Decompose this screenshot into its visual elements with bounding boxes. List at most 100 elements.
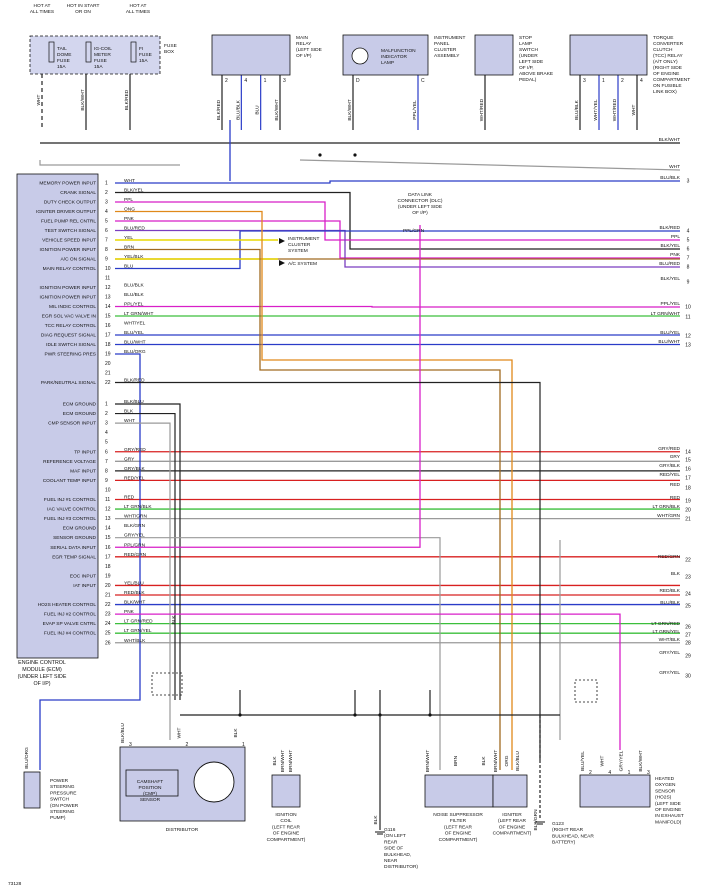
right-ref-number: 17	[685, 476, 691, 482]
wire-brn	[115, 248, 501, 770]
figure-id: 73128	[8, 881, 22, 887]
fuse-name: IG-COIL	[94, 46, 112, 52]
ecm-pin-label: ECM GROUND	[63, 402, 97, 408]
ecm-pin-number: 11	[105, 497, 110, 503]
ecm-wire-color: RED/YEL	[124, 475, 145, 481]
right-ref-number: 19	[685, 499, 691, 505]
bottom-component-caption: (LEFT SIDE	[655, 801, 681, 807]
top-wire-color: WHT/RED	[612, 98, 618, 121]
bottom-wire-color: WHT	[599, 755, 605, 766]
bottom-wire-color: BLK/WHT	[638, 750, 644, 771]
top-component-caption: CONVERTER	[653, 41, 684, 47]
ecm-wire-color: PNK	[124, 609, 135, 615]
top-wire-color: BLU/BLK	[235, 99, 241, 120]
ecm-wire-color: RED/GRN	[124, 552, 147, 558]
top-wire-color: WHT/RED	[479, 98, 485, 121]
wire-layer	[39, 74, 681, 830]
right-wire-color: BLK/WHT	[659, 137, 680, 143]
ecm-pin-label: ECM GROUND	[63, 411, 97, 417]
bottom-wire-color: BLU/YEL	[580, 751, 586, 771]
bottom-component-caption: COMPARTMENT)	[493, 831, 532, 837]
ecm-wire	[115, 191, 680, 250]
top-component-caption: (LEFT SIDE	[296, 47, 322, 53]
bottom-component-caption: NEAR	[384, 858, 398, 864]
bottom-wire-color: ORG	[504, 755, 510, 766]
ecm-pin-label: SENSOR GROUND	[53, 535, 96, 541]
fuse-hot-label: HOT AT	[34, 3, 51, 9]
bottom-component-caption: IGNITER	[502, 812, 522, 818]
instrument-cluster-label: CLUSTER	[288, 242, 311, 248]
ecm-box	[16, 173, 99, 659]
top-component-caption: COMPARTMENT	[653, 77, 690, 83]
arrow-instrument-cluster	[279, 238, 285, 244]
right-wire-color: GRY	[670, 454, 681, 460]
bottom-component-caption: OF ENGINE	[499, 824, 525, 830]
bottom-component-caption: STEERING	[50, 784, 75, 790]
ecm-pin-number: 3	[105, 421, 108, 427]
top-pin-number: 3	[283, 78, 286, 84]
ecm-pin-label: EGR SOL VAC VALVE IN	[42, 314, 97, 320]
ecm-pin-label: MAIN RELAY CONTROL	[43, 266, 97, 272]
right-wire-color: WHT	[669, 164, 680, 170]
ecm-wire-color: GRY/BLK	[124, 466, 146, 472]
ecm-pin-number: 24	[105, 621, 111, 627]
ecm-pin-label: IGNITION POWER INPUT	[40, 295, 97, 301]
top-component-caption: RELAY	[296, 41, 312, 47]
ecm-pin-number: 2	[105, 190, 108, 196]
bottom-component-caption: OXYGEN	[655, 782, 676, 788]
ecm-pin-label: ECM GROUND	[63, 526, 97, 532]
ecm-pin-number: 12	[105, 507, 111, 513]
ecm-pin-label: MEMORY POWER INPUT	[39, 181, 96, 187]
ecm-pin-number: 22	[105, 380, 111, 386]
bottom-component-box	[271, 774, 301, 808]
bottom-component-caption: (LEFT REAR	[444, 824, 472, 830]
bottom-wire-color: BRN/WHT	[493, 750, 499, 772]
bottom-wire-color: BLK	[481, 756, 487, 766]
ecm-wire-color: PNK	[124, 216, 135, 222]
ecm-pin-number: 7	[105, 238, 108, 244]
ecm-pin-number: 10	[105, 266, 111, 272]
right-ref-number: 27	[685, 633, 691, 639]
ecm-wire-color: BLU/BLK	[124, 283, 145, 289]
ecm-wire-color: RED	[124, 495, 135, 501]
top-wire-color: BLU/BLK	[574, 99, 580, 120]
right-wire-color: BLU/BLK	[660, 175, 681, 181]
top-component-caption: PANEL	[434, 41, 450, 47]
right-ref-number: 15	[685, 458, 691, 464]
bottom-component-caption: MANIFOLD)	[655, 819, 682, 825]
right-ref-number: 26	[685, 625, 691, 631]
ecm-pin-number: 12	[105, 285, 111, 291]
ecm-wire-color: WHT	[124, 178, 135, 184]
component-inner-label: LAMP	[381, 60, 394, 66]
ecm-wire-color: BLK/GRN	[124, 523, 146, 529]
ecm-wire-color: BLK/RED	[124, 378, 145, 384]
right-ref-number: 24	[685, 592, 691, 598]
ecm-pin-label: SERIAL DATA INPUT	[50, 545, 96, 551]
top-component-caption: OF ENGINE	[653, 71, 679, 77]
ecm-wire-color: WHT	[124, 418, 135, 424]
right-ref-number: 13	[685, 343, 691, 349]
fuse-name: TAIL	[57, 46, 67, 52]
ecm-pin-label: IAT INPUT	[73, 583, 96, 589]
ecm-pin-label: FUEL PUMP REL CNTRL	[41, 219, 96, 225]
ecm-wire-color: BLU/WHT	[124, 340, 146, 346]
top-wire-color: BLK/RED	[216, 99, 222, 120]
top-component-caption: INSTRUMENT	[434, 35, 466, 41]
dlc-caption: CONNECTOR (DLC)	[398, 198, 443, 204]
fuse-name: FI	[139, 46, 143, 52]
bottom-pin-number: 3	[129, 742, 132, 748]
bottom-component-caption: OF ENGINE	[655, 807, 681, 813]
bottom-component-box	[579, 774, 651, 808]
bottom-component-box	[23, 771, 41, 809]
top-component-caption: ABOVE BRAKE	[519, 71, 553, 77]
component-inner-label: SENSOR	[140, 797, 161, 803]
ecm-pin-number: 11	[105, 276, 110, 282]
ecm-wire-color: YEL	[124, 235, 133, 241]
ecm-pin-number: 23	[105, 612, 111, 618]
right-wire-color: GRY/BLK	[659, 463, 681, 469]
wire-park	[115, 381, 541, 760]
bottom-component-caption: STEERING	[50, 809, 75, 815]
top-component-caption: CLUSTER	[434, 47, 457, 53]
wire-ground	[115, 412, 176, 700]
fuse-name: 15A	[57, 64, 66, 70]
